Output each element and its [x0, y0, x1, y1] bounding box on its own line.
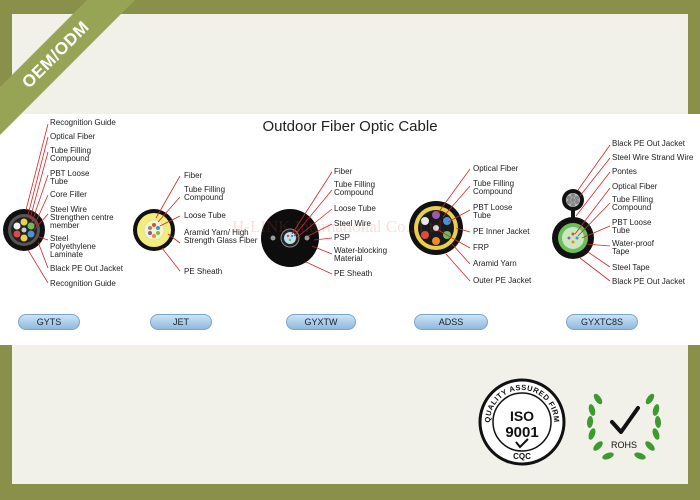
label-steel-polyethylene-laminate: Steel Polyethylene Laminate [50, 234, 96, 259]
label-aramid-yarn: Aramid Yarn [473, 259, 517, 268]
label-aramid-yarn: Aramid Yarn/ High Strength Glass Fiber [184, 228, 258, 245]
cable-name-gyxtw: GYXTW [286, 314, 356, 330]
label-recognition-guide-top: Recognition Guide [50, 118, 116, 127]
label-tube-filling-compound: Tube Filling Compound [334, 180, 376, 197]
watermark: H-LINK International Co., Ltd. [232, 217, 447, 236]
svg-text:ROHS: ROHS [611, 440, 637, 450]
label-outer-pe-jacket: Outer PE Jacket [473, 276, 532, 285]
label-optical-fiber: Optical Fiber [50, 132, 96, 141]
gyxtc8s-cross-section [552, 189, 594, 259]
label-pbt-loose-tube: PBT Loose Tube [473, 203, 513, 220]
label-black-pe-out-jacket: Black PE Out Jacket [50, 264, 123, 273]
label-black-pe-out-jacket-top: Black PE Out Jacket [612, 139, 685, 148]
label-steel-wire-strand-wire: Steel Wire Strand Wire [612, 153, 694, 162]
label-steel-tape: Steel Tape [612, 263, 650, 272]
page-title: Outdoor Fiber Optic Cable [262, 118, 438, 135]
label-psp: PSP [334, 233, 351, 242]
label-pbt-loose-tube: PBT Loose Tube [50, 169, 90, 186]
label-steel-wire: Steel Wire [334, 219, 371, 228]
label-water-proof-tape: Water-proof Tape [612, 239, 654, 256]
gyxtc8s-leader-lines [574, 144, 611, 282]
label-pbt-loose-tube: PBT Loose Tube [612, 218, 652, 235]
cable-name-gyxtc8s: GYXTC8S [566, 314, 638, 330]
adss-cross-section [409, 201, 463, 255]
jet-cross-section [133, 209, 175, 251]
cable-name-adss: ADSS [414, 314, 488, 330]
frame-bottom [0, 484, 700, 500]
label-tube-filling-compound: Tube Filling Compound [50, 146, 92, 163]
label-tube-filling-compound: Tube Filling Compound [184, 185, 226, 202]
label-pe-sheath: PE Sheath [184, 267, 223, 276]
label-pe-inner-jacket: PE Inner Jacket [473, 227, 530, 236]
frame-top [0, 0, 700, 14]
cable-name-jet: JET [150, 314, 212, 330]
label-fiber: Fiber [184, 171, 203, 180]
svg-text:9001: 9001 [505, 424, 538, 441]
label-loose-tube: Loose Tube [184, 211, 226, 220]
label-steel-wire-strengthen: Steel Wire Strengthen centre member [50, 205, 114, 230]
adss-leader-lines [437, 168, 471, 282]
label-optical-fiber: Optical Fiber [473, 164, 519, 173]
gyts-cross-section [3, 209, 45, 251]
label-tube-filling-compound: Tube Filling Compound [612, 195, 654, 212]
label-optical-fiber: Optical Fiber [612, 182, 658, 191]
cable-name-gyts: GYTS [18, 314, 80, 330]
iso-9001-certification-badge: QUALITY ASSURED FIRM ISO 9001 CQC [478, 378, 566, 466]
rohs-laurel-icon: ROHS [586, 393, 662, 460]
label-loose-tube: Loose Tube [334, 204, 376, 213]
iso-seal-icon: QUALITY ASSURED FIRM ISO 9001 CQC [478, 378, 566, 466]
background-bottom [12, 345, 688, 484]
label-water-blocking-material: Water-blocking Material [334, 246, 388, 263]
label-recognition-guide-bottom: Recognition Guide [50, 279, 116, 288]
jet-leader-lines [155, 175, 181, 272]
label-core-filler: Core Filler [50, 190, 87, 199]
label-frp: FRP [473, 243, 489, 252]
svg-text:ISO: ISO [510, 408, 534, 424]
gyts-leader-lines [25, 123, 49, 284]
label-tube-filling-compound: Tube Filling Compound [473, 179, 515, 196]
gyxtw-leader-lines [291, 171, 333, 275]
label-black-pe-out-jacket-bottom: Black PE Out Jacket [612, 277, 685, 286]
label-pontes: Pontes [612, 167, 637, 176]
label-pe-sheath: PE Sheath [334, 269, 373, 278]
rohs-certification-badge: ROHS [578, 386, 670, 470]
svg-text:CQC: CQC [513, 452, 531, 461]
label-fiber: Fiber [334, 167, 353, 176]
